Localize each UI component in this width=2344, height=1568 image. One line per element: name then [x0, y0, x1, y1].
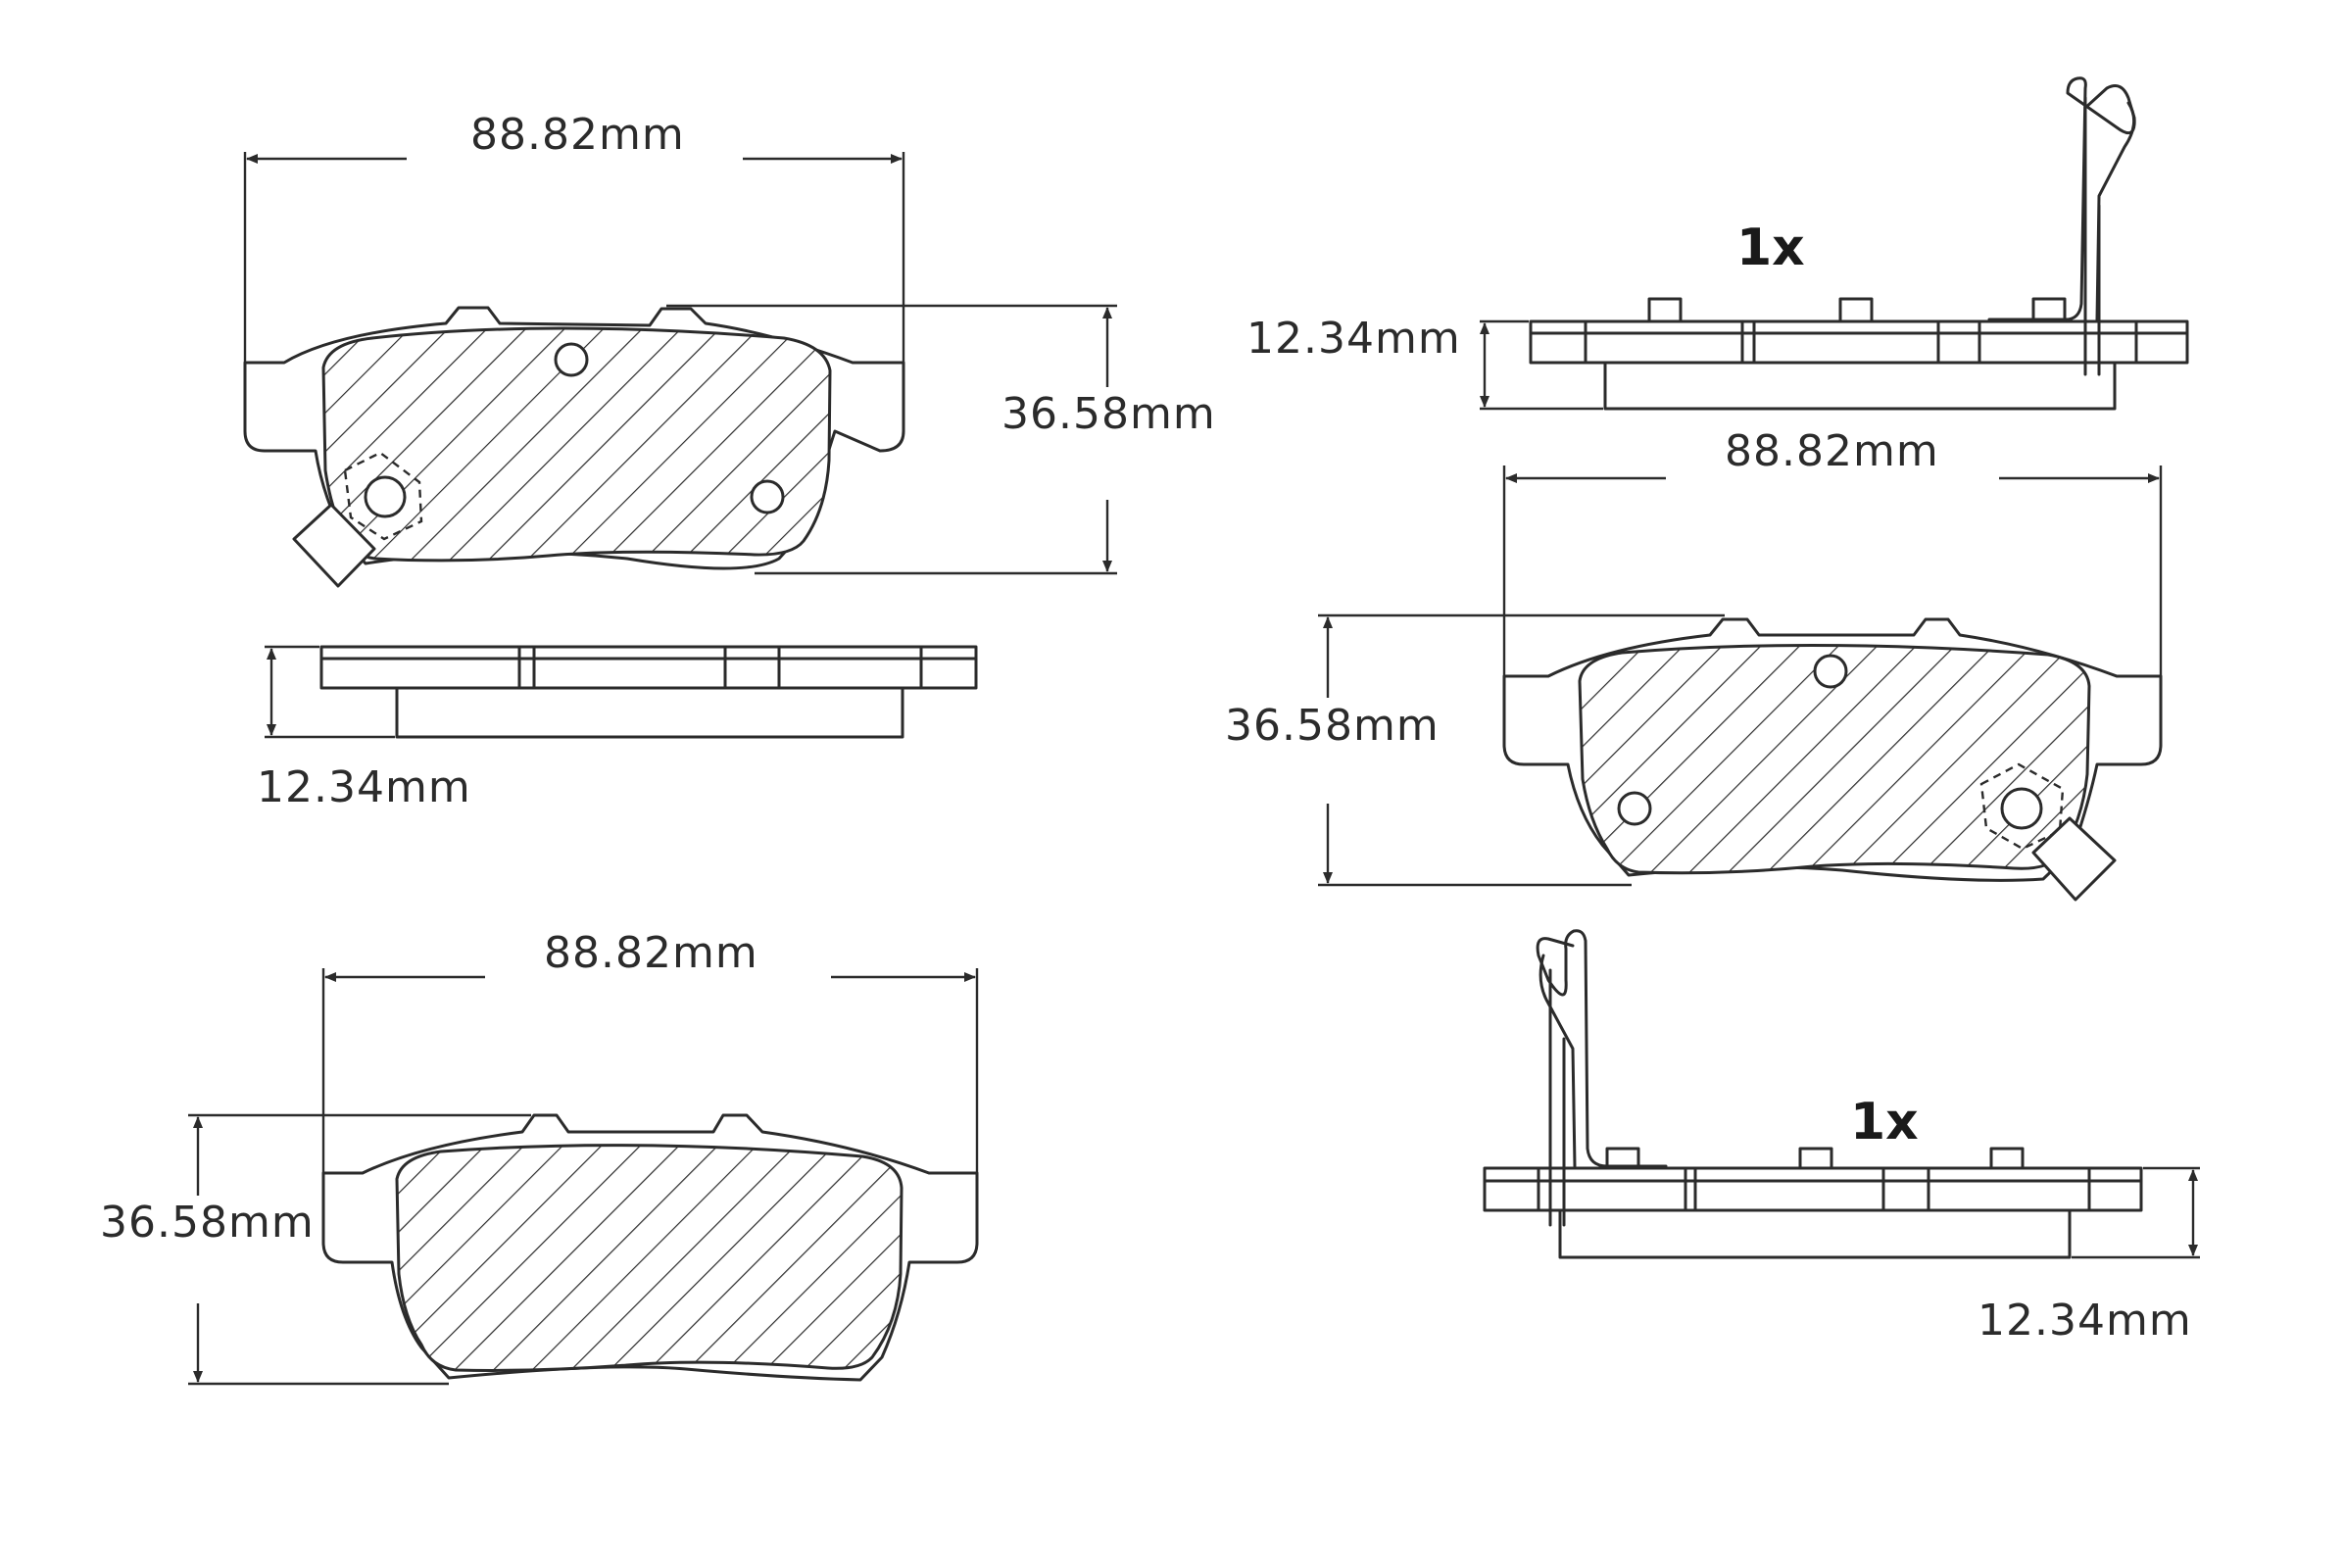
mounting-hole [1813, 654, 1848, 689]
width-dimension-label: 88.82mm [1725, 426, 1939, 476]
wear-sensor-tab [2031, 816, 2117, 902]
sensor-bracket-outline [1979, 762, 2065, 851]
abutment-stud [1989, 1147, 2025, 1170]
friction-material [321, 326, 832, 563]
abutment-stud [2031, 297, 2067, 323]
pad-face-view-bottom-left [188, 968, 979, 1386]
friction-block-edge [1603, 361, 2117, 411]
width-dimension-label: 88.82mm [470, 110, 685, 160]
friction-material [395, 1144, 903, 1372]
pad-face-view-right [1318, 466, 2163, 902]
thickness-dimension-label: 12.34mm [257, 762, 471, 812]
abutment-stud [1838, 297, 1874, 323]
retaining-clip [1987, 76, 2136, 321]
quantity-label: 1x [1850, 1093, 1919, 1152]
wear-sensor-tab [292, 503, 376, 588]
backing-plate-edge [1529, 319, 2189, 365]
mounting-hole [554, 342, 589, 377]
height-dimension-label: 36.58mm [1225, 701, 1440, 751]
pad-edge-view-bottom-right [1483, 929, 2200, 1259]
thickness-dimension-label: 12.34mm [1246, 314, 1461, 364]
pad-face-view-top-left [243, 152, 1117, 588]
mounting-hole [1617, 791, 1652, 826]
backing-plate-edge [1483, 1166, 2143, 1212]
sensor-hole [364, 475, 407, 518]
friction-block-edge [1558, 1208, 2072, 1259]
quantity-label: 1x [1736, 219, 1805, 277]
abutment-stud [1605, 1147, 1640, 1170]
pad-edge-view-top-right [1480, 76, 2189, 411]
height-dimension-label: 36.58mm [100, 1198, 315, 1248]
retaining-clip [1536, 929, 1668, 1168]
abutment-stud [1647, 297, 1683, 323]
pad-edge-view-left [265, 645, 978, 739]
sensor-bracket-outline [343, 451, 423, 541]
abutment-stud [1798, 1147, 1833, 1170]
height-dimension-label: 36.58mm [1001, 389, 1216, 439]
mounting-hole [750, 479, 785, 514]
width-dimension-label: 88.82mm [544, 928, 758, 978]
thickness-dimension-label: 12.34mm [1978, 1296, 2192, 1346]
friction-block-edge [395, 686, 904, 739]
backing-plate-edge [319, 645, 978, 690]
sensor-hole [2000, 787, 2043, 830]
